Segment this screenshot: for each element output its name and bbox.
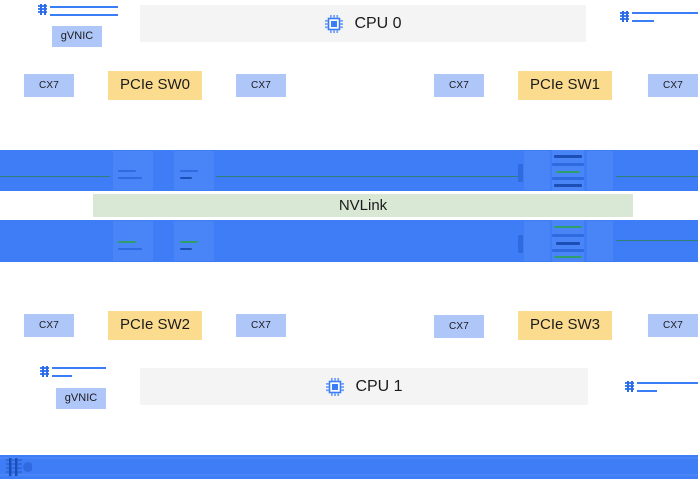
nic-connector-drop-top-left [50,14,68,16]
cpu0-label: CPU 0 [354,14,402,32]
gvnic-box-top-left[interactable]: gVNIC [52,26,102,47]
nic-icon-top-right [620,11,634,24]
nic-connector-line-bottom-left [52,367,106,369]
gvnic-box-bottom-left[interactable]: gVNIC [56,388,106,409]
cx7-card-7[interactable]: CX7 [648,314,698,337]
cx7-card-5[interactable]: CX7 [236,314,286,337]
nic-icon-bottom-left [40,366,54,379]
cx7-card-2[interactable]: CX7 [434,74,484,97]
cpu0-bar[interactable]: CPU 0 [140,5,586,42]
gpu-band-lower [0,220,698,262]
cx7-card-4[interactable]: CX7 [24,314,74,337]
nic-connector-line-top-right [632,12,698,14]
nvlink-bar[interactable]: NVLink [93,194,633,217]
cx7-card-6[interactable]: CX7 [434,315,484,338]
nic-connector-line-top-right-2 [632,20,654,22]
cx7-card-1[interactable]: CX7 [236,74,286,97]
pcie-switch-1[interactable]: PCIe SW1 [518,71,612,100]
gpu-band-upper [0,150,698,191]
nic-connector-line-top-left [50,6,118,8]
cpu-chip-icon-bottom [325,377,345,397]
nvlink-label: NVLink [338,197,388,214]
pcie-switch-0[interactable]: PCIe SW0 [108,71,202,100]
nic-icon [38,4,52,17]
nic-connector-line-bottom-right-2 [637,390,657,392]
nic-connector-line-top-left-2 [50,14,118,16]
nic-connector-line-bottom-right [637,382,698,384]
nic-connector-line-bottom-left-2 [52,375,72,377]
pcie-switch-3[interactable]: PCIe SW3 [518,311,612,340]
cx7-card-3[interactable]: CX7 [648,74,698,97]
network-bar[interactable] [0,455,698,479]
cpu1-label: CPU 1 [355,377,403,395]
nic-icon-bottom-right [625,381,639,394]
pcie-switch-2[interactable]: PCIe SW2 [108,311,202,340]
cpu1-bar[interactable]: CPU 1 [140,368,588,405]
cx7-card-0[interactable]: CX7 [24,74,74,97]
cpu-chip-icon [324,14,344,34]
network-switch-icon [6,458,33,476]
